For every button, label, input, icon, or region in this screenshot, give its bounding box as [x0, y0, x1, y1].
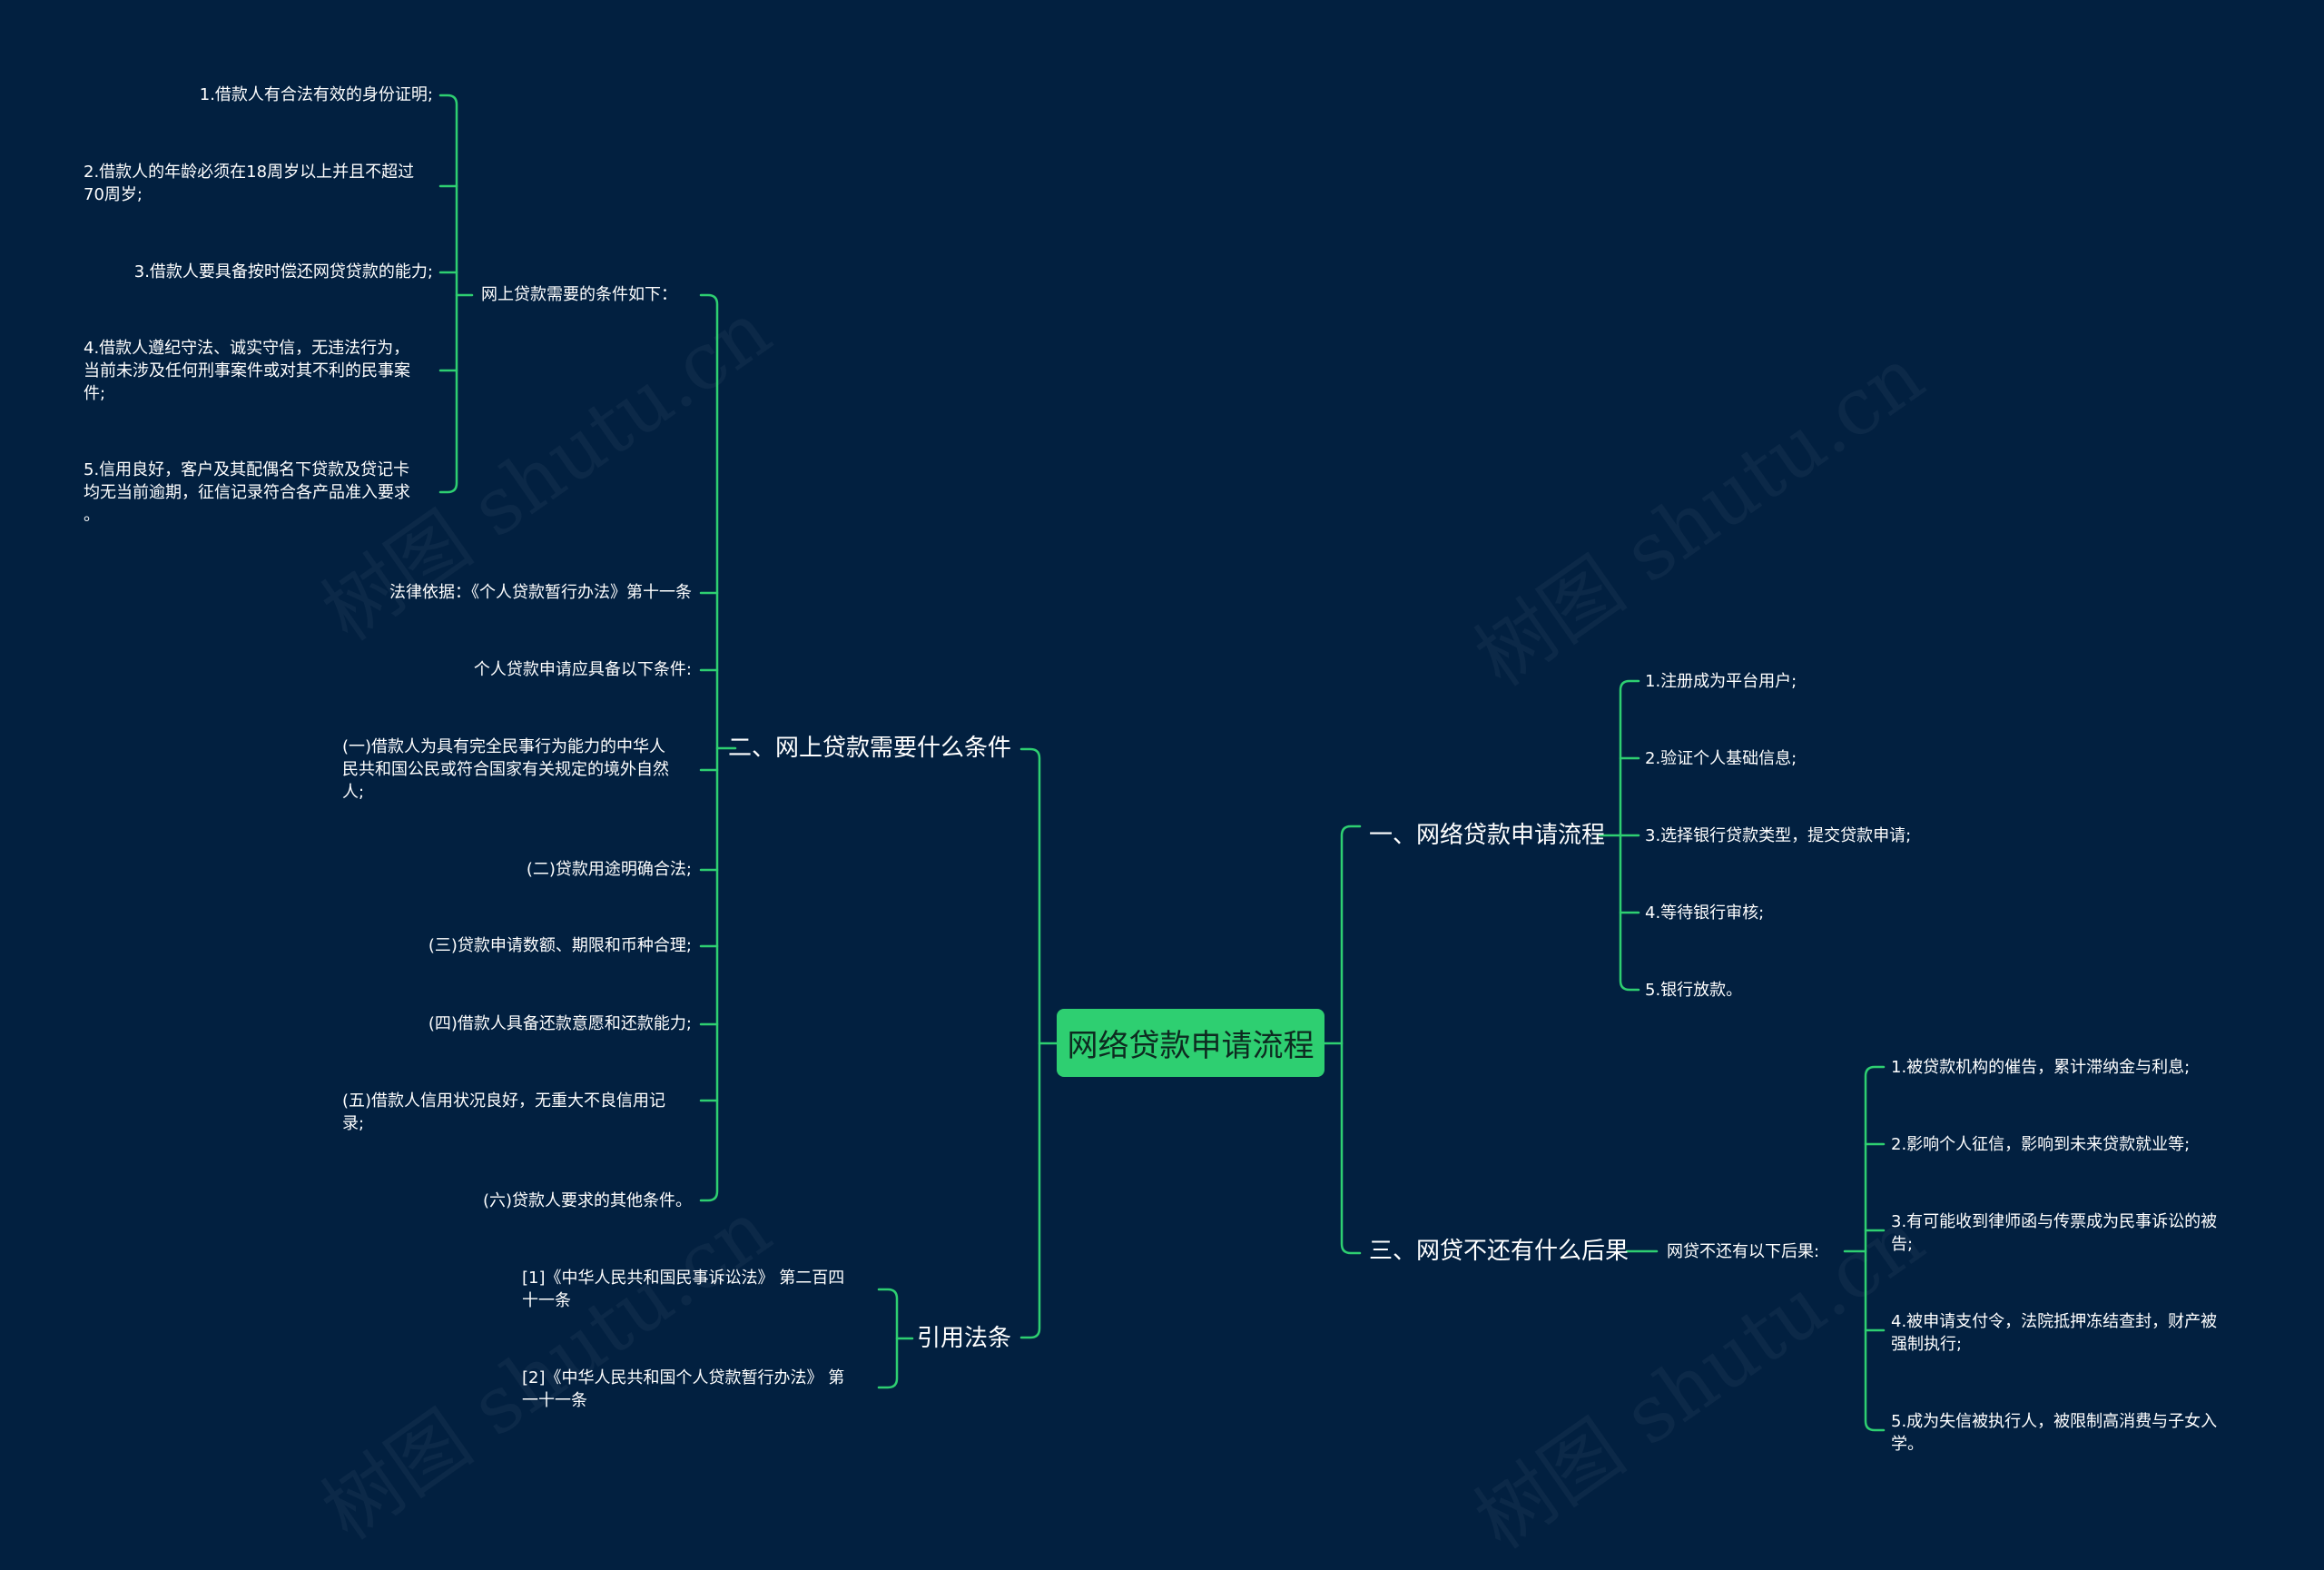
branch-2-subtitle: 网上贷款需要的条件如下： [481, 285, 677, 304]
condition-item: 5.信用良好，客户及其配偶名下贷款及贷记卡 [84, 460, 410, 479]
branch-1-title: 一、网络贷款申请流程 [1369, 822, 1606, 849]
root-node: 网络贷款申请流程 [1057, 1009, 1324, 1077]
branch-1-item: 5.银行放款。 [1645, 981, 1743, 1000]
cite-reference: 十一条 [522, 1291, 571, 1310]
personal-condition: (一)借款人为具有完全民事行为能力的中华人 [342, 737, 666, 756]
branch-1-item: 1.注册成为平台用户; [1645, 672, 1797, 691]
branch-1-item: 2.验证个人基础信息; [1645, 749, 1797, 768]
branch-3-subtitle: 网贷不还有以下后果: [1667, 1242, 1820, 1261]
branch-3-item: 学。 [1891, 1435, 1924, 1454]
personal-condition: (四)借款人具备还款意愿和还款能力; [428, 1014, 692, 1033]
cite-reference: [1]《中华人民共和国民事诉讼法》 第二百四 [522, 1269, 845, 1288]
branch-3-title: 三、网贷不还有什么后果 [1369, 1238, 1630, 1265]
personal-condition: (六)贷款人要求的其他条件。 [482, 1191, 692, 1210]
condition-item: 70周岁; [84, 185, 143, 204]
branch-3-item: 5.成为失信被执行人，被限制高消费与子女入 [1891, 1412, 2218, 1431]
condition-item: 4.借款人遵纪守法、诚实守信，无违法行为， [84, 339, 410, 358]
condition-item: 1.借款人有合法有效的身份证明; [199, 85, 433, 104]
condition-item: 3.借款人要具备按时偿还网贷贷款的能力; [133, 262, 433, 281]
personal-condition: (三)贷款申请数额、期限和币种合理; [428, 936, 692, 955]
branch-3-item: 3.有可能收到律师函与传票成为民事诉讼的被 [1891, 1212, 2218, 1231]
personal-condition: 录; [342, 1114, 365, 1133]
personal-condition: (五)借款人信用状况良好，无重大不良信用记 [342, 1091, 666, 1111]
branch-3-item: 4.被申请支付令，法院抵押冻结查封，财产被 [1891, 1312, 2218, 1331]
personal-conditions-title: 个人贷款申请应具备以下条件: [473, 660, 692, 679]
personal-condition: 民共和国公民或符合国家有关规定的境外自然 [342, 760, 669, 779]
branch-3-item: 告; [1891, 1235, 1914, 1254]
branch-1-item: 4.等待银行审核; [1645, 903, 1765, 923]
cite-reference: [2]《中华人民共和国个人贷款暂行办法》 第 [522, 1368, 845, 1387]
branch-1-item: 3.选择银行贷款类型，提交贷款申请; [1645, 826, 1912, 845]
cite-reference: 一十一条 [522, 1391, 587, 1410]
condition-item: 均无当前逾期，征信记录符合各产品准入要求 [84, 483, 410, 502]
branch-3-item: 1.被贷款机构的催告，累计滞纳金与利息; [1891, 1058, 2191, 1077]
condition-item: 当前未涉及任何刑事案件或对其不利的民事案 [84, 361, 410, 380]
branch-3-item: 2.影响个人征信，影响到未来贷款就业等; [1891, 1135, 2191, 1154]
personal-condition: 人; [342, 783, 365, 802]
condition-item: 2.借款人的年龄必须在18周岁以上并且不超过 [84, 163, 415, 182]
condition-item: 件; [84, 384, 106, 403]
branch-2-title: 二、网上贷款需要什么条件 [727, 735, 1011, 762]
branch-3-item: 强制执行; [1891, 1335, 1963, 1354]
personal-condition: (二)贷款用途明确合法; [526, 860, 692, 879]
law-basis: 法律依据：《个人贷款暂行办法》第十一条 [389, 583, 692, 602]
cite-branch-title: 引用法条 [916, 1325, 1011, 1352]
condition-item: 。 [84, 506, 100, 525]
